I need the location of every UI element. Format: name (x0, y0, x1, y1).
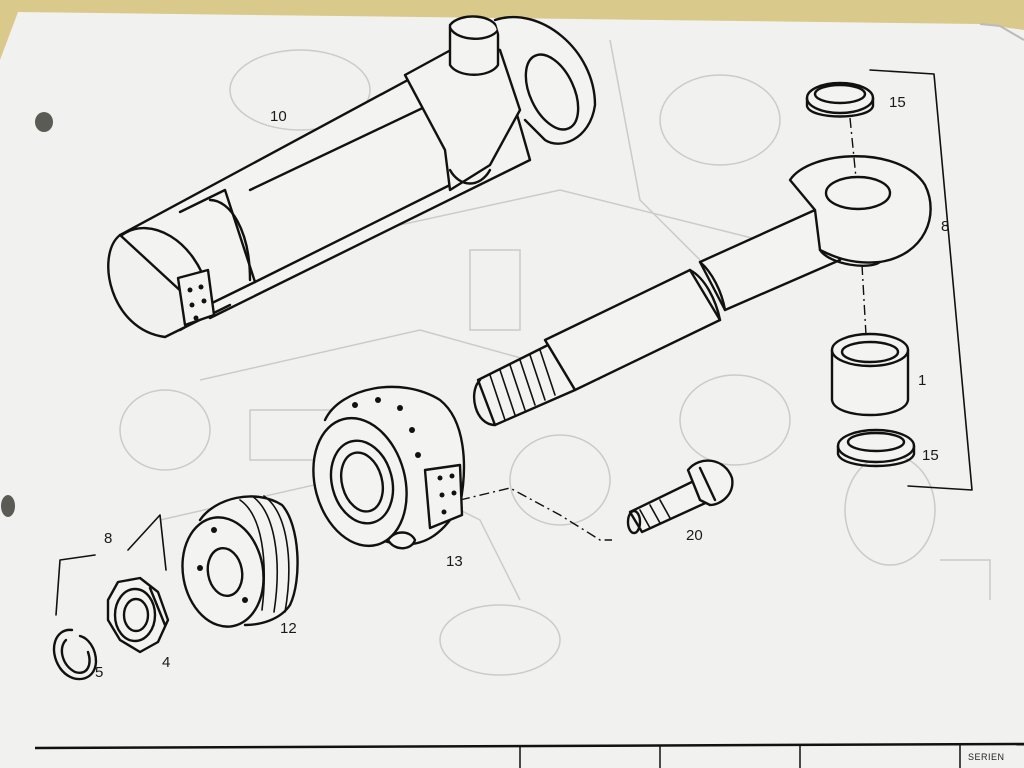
label-part-20: 20 (686, 527, 703, 544)
part-13-piston-head (312, 385, 466, 550)
part-12-gland (181, 495, 299, 628)
part-10-cylinder-tube (107, 15, 597, 339)
part-5-circlip (52, 628, 98, 681)
label-part-10: 10 (270, 108, 287, 125)
axis-eye (849, 117, 867, 336)
footer-tag: SERIEN (968, 752, 1005, 762)
bracket-group-8-left (55, 514, 167, 616)
paper-shadow-edge (979, 23, 1024, 41)
label-part-4: 4 (162, 654, 171, 671)
axis-bolt (459, 487, 612, 541)
label-part-8-left: 8 (104, 530, 113, 547)
label-part-15-top: 15 (889, 94, 906, 111)
label-part-5: 5 (95, 664, 104, 681)
label-part-13: 13 (446, 553, 463, 570)
footer-table (34, 742, 1024, 768)
binder-hole-bottom (1, 495, 15, 517)
binder-hole-top (35, 112, 53, 132)
part-4-nut (106, 576, 170, 654)
part-1-bushing (830, 332, 910, 417)
label-part-8-right: 8 (941, 218, 950, 235)
bracket-group-8-right (869, 69, 973, 491)
label-part-12: 12 (280, 620, 297, 637)
label-part-1: 1 (918, 372, 927, 389)
part-15-bottom-ring (836, 428, 916, 468)
label-part-15-bottom: 15 (922, 447, 939, 464)
part-15-top-ring (805, 81, 875, 118)
part-8-piston-rod (472, 155, 932, 427)
part-20-bolt (626, 459, 734, 535)
